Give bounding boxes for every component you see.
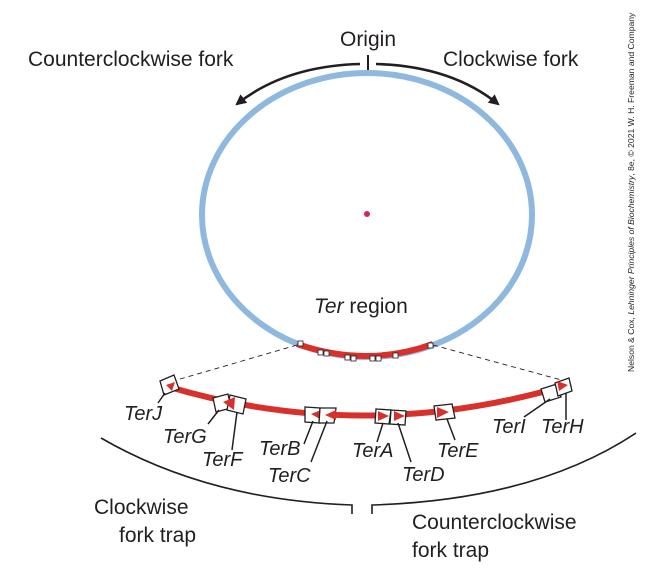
clockwise-fork-arrow	[375, 62, 500, 106]
ter-region-arc	[296, 341, 435, 359]
credit-line: Nelson & Cox, Lehninger Principles of Bi…	[626, 13, 636, 372]
ter-label-terD: TerD	[402, 464, 445, 486]
ter-site-terA	[374, 408, 392, 425]
ter-region-label-rest: region	[344, 295, 408, 318]
counterclockwise-fork-trap-label-line2: fork trap	[412, 539, 489, 562]
clockwise-fork-trap-bracket	[100, 437, 353, 514]
ter-site-terD	[389, 409, 407, 426]
zoom-line-right	[432, 344, 566, 382]
ter-label-terJ: TerJ	[124, 403, 163, 425]
origin-label: Origin	[340, 28, 396, 51]
ter-site-terE	[433, 403, 456, 421]
ter-site-labels: TerJ TerG TerF TerB TerC TerA TerD TerE …	[124, 403, 584, 487]
clockwise-fork-trap-label-line1: Clockwise	[94, 496, 189, 519]
counterclockwise-fork-arrow	[235, 62, 361, 106]
ter-label-terB: TerB	[259, 438, 301, 460]
ter-site-terC	[318, 407, 337, 424]
clockwise-fork-trap-label-line2: fork trap	[119, 524, 196, 547]
ter-label-terE: TerE	[437, 440, 479, 462]
ter-label-terI: TerI	[492, 416, 526, 438]
credit-prefix: Nelson & Cox,	[626, 314, 636, 372]
counterclockwise-fork-trap-bracket	[371, 432, 637, 514]
ter-leader-lines	[157, 392, 567, 463]
ter-site-terF	[223, 394, 247, 415]
clockwise-fork-label: Clockwise fork	[443, 48, 579, 71]
ter-region-label-italic: Ter	[314, 295, 345, 318]
ter-label-terC: TerC	[268, 465, 311, 487]
credit-line-container: Nelson & Cox, Lehninger Principles of Bi…	[622, 0, 642, 576]
credit-book-title: Lehninger Principles of Biochemistry	[626, 175, 636, 315]
ter-region-label: Ter region	[314, 295, 408, 318]
ter-label-terH: TerH	[541, 416, 584, 438]
ter-label-terF: TerF	[202, 449, 244, 471]
ter-label-terG: TerG	[163, 426, 207, 448]
counterclockwise-fork-trap-label-line1: Counterclockwise	[412, 511, 577, 534]
center-dot	[364, 211, 370, 217]
ter-region-markers	[297, 340, 434, 362]
ter-site-terH	[554, 377, 573, 397]
ter-label-terA: TerA	[352, 440, 394, 462]
credit-suffix: , 8e, © 2021 W. H. Freeman and Company	[626, 12, 636, 176]
ter-site-terJ	[159, 374, 180, 396]
zoom-line-left	[169, 344, 298, 383]
counterclockwise-fork-label: Counterclockwise fork	[28, 48, 234, 71]
